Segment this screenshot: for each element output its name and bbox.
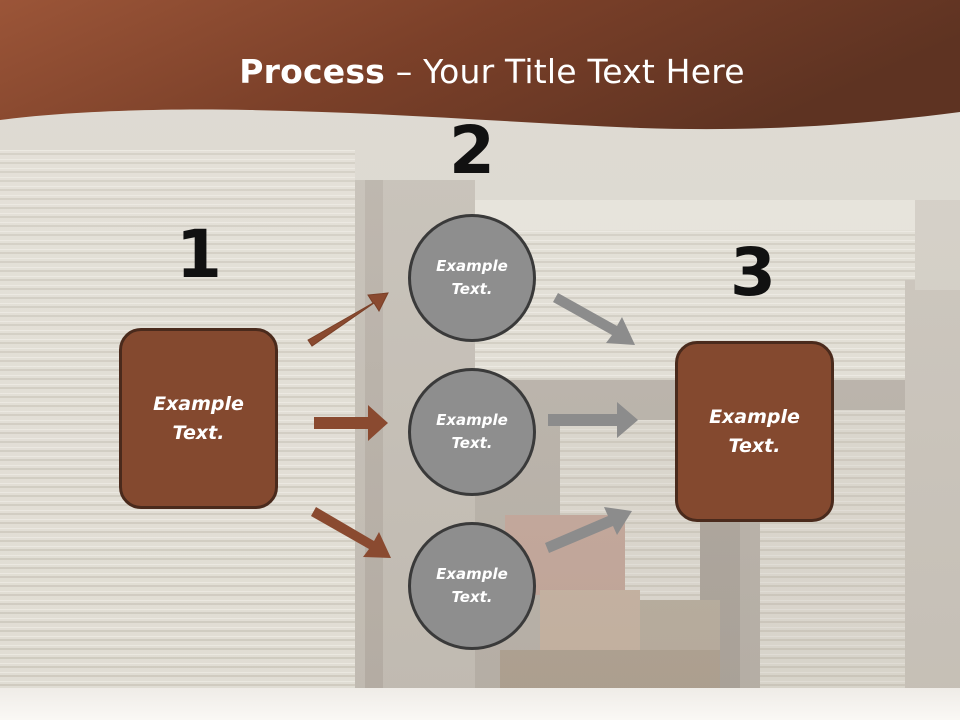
step-1-box-line2: Text. [172,421,225,444]
circle-middle-line2: Text. [451,434,493,452]
title-bold: Process [239,52,386,91]
circle-top-line1: Example [436,257,508,275]
circle-bottom-line1: Example [436,565,508,583]
page-title: Process – Your Title Text Here [0,52,960,91]
step-3-box-text: Example Text. [709,403,800,461]
step-1-box-line1: Example [153,392,244,415]
circle-bottom-line2: Text. [451,588,493,606]
step-number-2: 2 [449,112,495,189]
circle-top-line2: Text. [451,280,493,298]
step-number-3: 3 [730,234,776,311]
step-3-box-line1: Example [709,405,800,428]
step-3-box: Example Text. [675,341,834,522]
step-1-box-text: Example Text. [153,390,244,448]
step-3-box-line2: Text. [728,434,781,457]
header-band [0,0,960,130]
step-number-1: 1 [176,216,222,293]
title-rest: – Your Title Text Here [385,52,745,91]
step-1-box: Example Text. [119,328,278,509]
step-2-circle-middle: Example Text. [408,368,536,496]
circle-middle-line1: Example [436,411,508,429]
step-2-circle-top: Example Text. [408,214,536,342]
bottom-strip [0,688,960,720]
step-2-circle-bottom: Example Text. [408,522,536,650]
